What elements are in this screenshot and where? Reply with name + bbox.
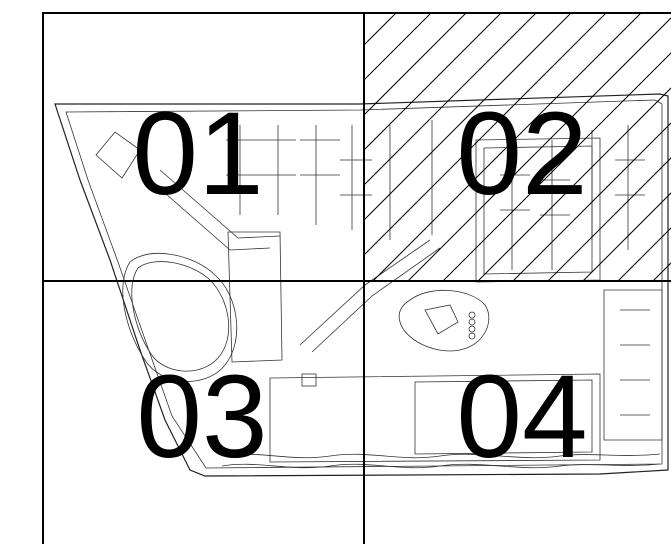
diagonal-road-a [149,179,271,251]
building-west [227,231,283,363]
sheet-02-hatch [364,13,671,281]
building-south-inner [414,379,593,455]
pond [122,252,238,382]
diagonal-road-d [311,247,441,353]
central-plaza [398,289,490,352]
building-south [269,373,601,463]
small-kiosk [301,373,317,387]
sheet-label-01[interactable]: 01 [132,88,263,220]
sheet-label-02[interactable]: 02 [456,88,587,220]
site-plan [54,93,669,477]
diagonal-road-b [159,169,281,239]
parking-rows-top [226,120,645,270]
site-inner-boundary [65,99,663,469]
building-southeast [603,289,663,441]
sheet-label-04[interactable]: 04 [456,351,587,483]
south-walkway-edge [221,463,661,469]
upper-left-structure [95,131,141,179]
sheet-label-03[interactable]: 03 [136,351,267,483]
south-walkway [224,453,661,459]
pond-inner [131,261,230,372]
sheet-grid [42,12,671,544]
